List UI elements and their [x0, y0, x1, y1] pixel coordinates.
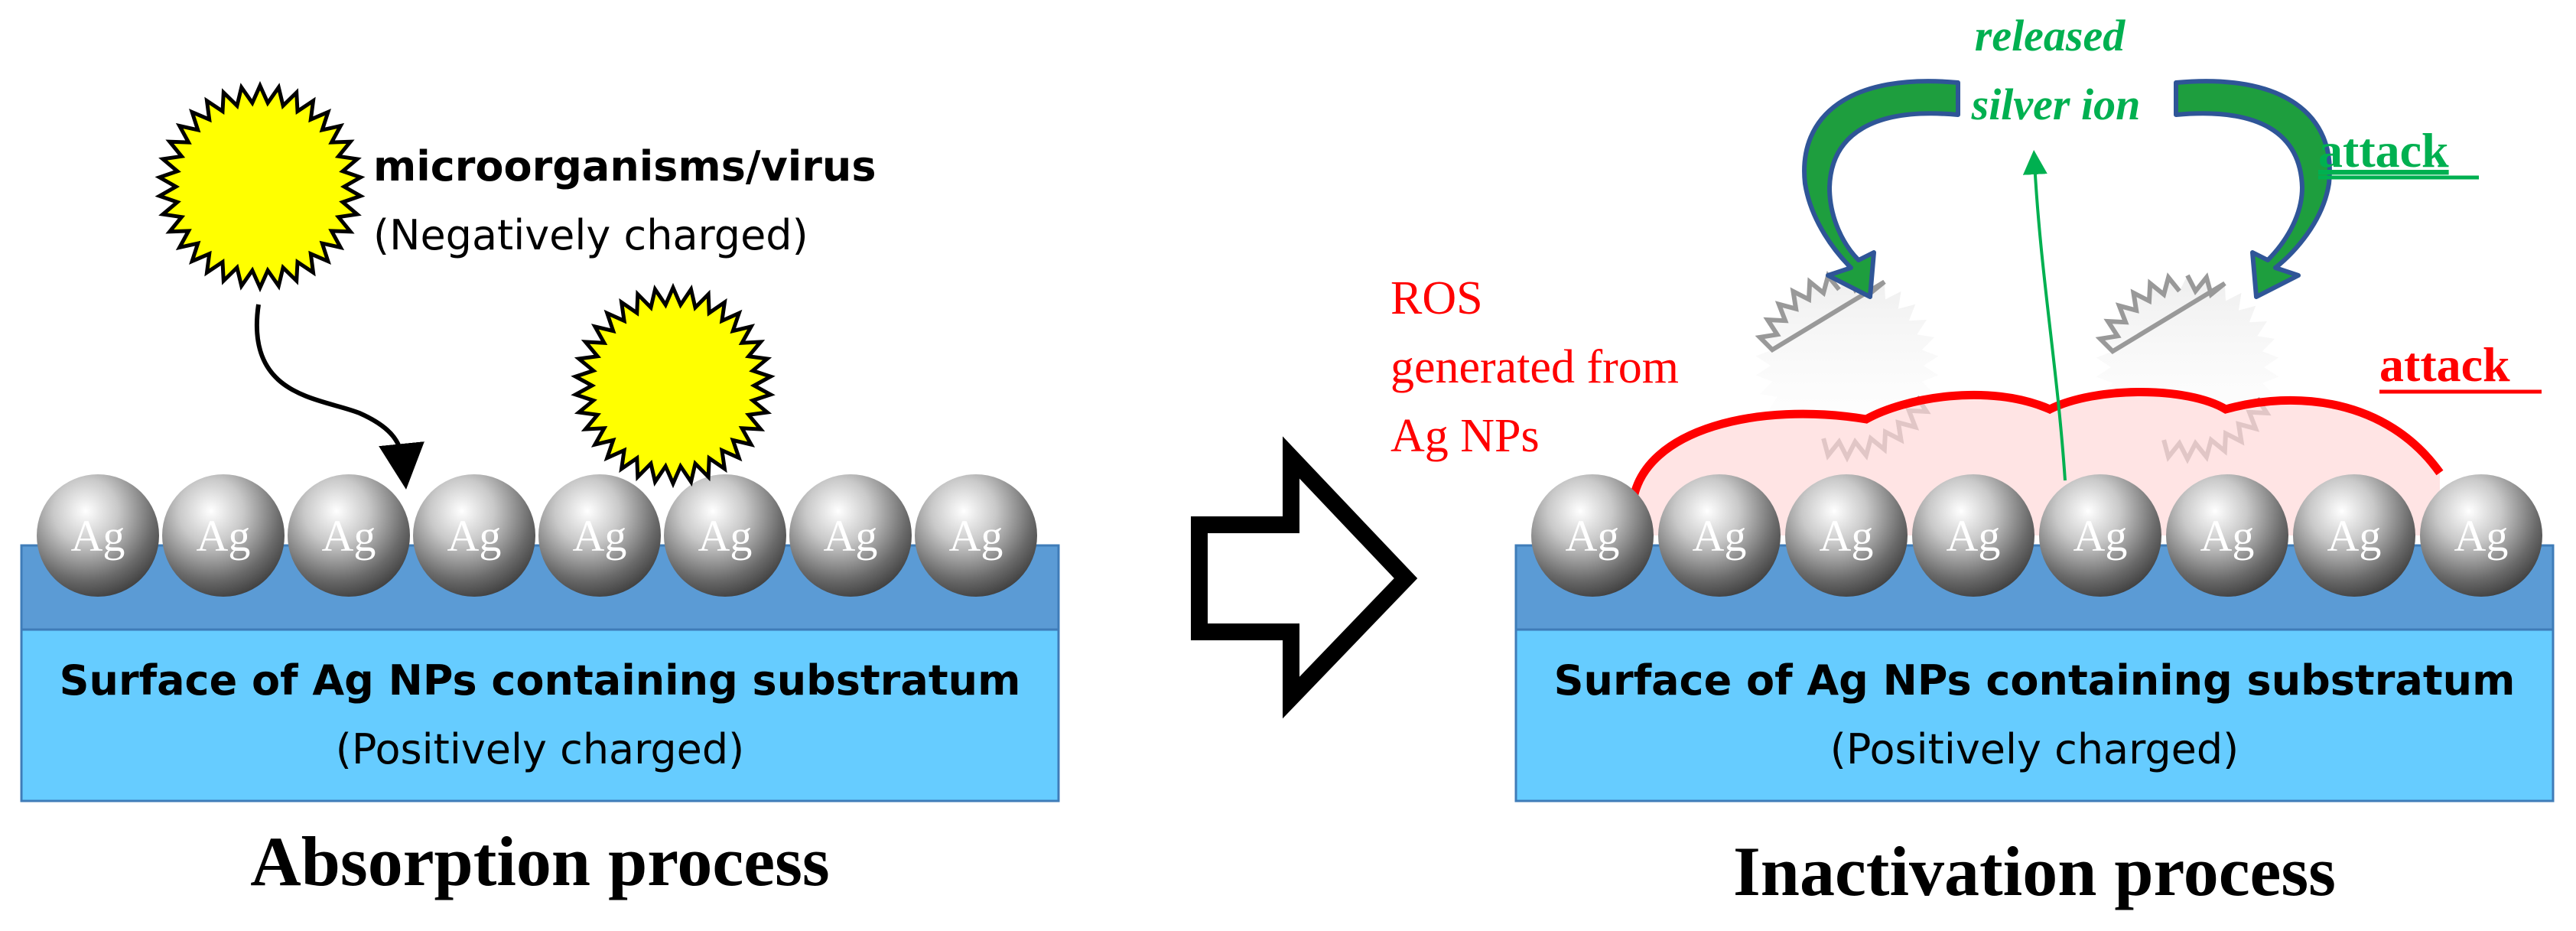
right-ag-label: Ag	[2073, 511, 2128, 561]
right-ag-label: Ag	[1693, 511, 1747, 561]
left-ag-label: Ag	[949, 511, 1003, 561]
right-ag-sphere	[1785, 474, 1908, 597]
left-ag-sphere	[915, 474, 1037, 597]
left-substrate-charge: (Positively charged)	[336, 725, 744, 773]
ion-label-line1: released	[1975, 11, 2126, 60]
right-ag-particles: Ag Ag Ag Ag Ag Ag Ag Ag	[1531, 474, 2542, 597]
right-substrate-body	[1514, 628, 2555, 802]
right-ag-sphere	[1912, 474, 2034, 597]
left-curved-attack-arrow-icon	[1802, 79, 1960, 299]
left-substrate-body	[20, 628, 1060, 802]
left-panel: Surface of Ag NPs containing substratum …	[20, 80, 1060, 900]
left-ag-sphere	[664, 474, 786, 597]
right-ag-sphere	[2166, 474, 2288, 597]
left-substrate: Surface of Ag NPs containing substratum …	[20, 544, 1060, 802]
ros-label-line1: ROS	[1390, 272, 1483, 324]
right-ag-label: Ag	[1947, 511, 2001, 561]
right-ag-sphere	[2039, 474, 2161, 597]
right-ag-sphere	[1531, 474, 1654, 597]
right-ag-particle-8: Ag	[2420, 474, 2542, 597]
right-substrate-charge: (Positively charged)	[1830, 725, 2239, 773]
left-title: Absorption process	[250, 822, 829, 900]
right-title: Inactivation process	[1733, 832, 2336, 910]
right-ag-particle-7: Ag	[2293, 474, 2415, 597]
right-ag-label: Ag	[2327, 511, 2382, 561]
silver-ion-arrow-icon	[2022, 150, 2067, 481]
left-ag-label: Ag	[573, 511, 627, 561]
attack-green-label: attack	[2318, 123, 2449, 177]
right-ag-label: Ag	[1820, 511, 1874, 561]
left-ag-particle-4: Ag	[413, 474, 535, 597]
left-ag-sphere	[789, 474, 912, 597]
right-ag-sphere	[2293, 474, 2415, 597]
left-ag-sphere	[413, 474, 535, 597]
right-panel: Surface of Ag NPs containing substratum …	[1390, 11, 2555, 910]
left-ag-label: Ag	[322, 511, 376, 561]
right-ag-particle-4: Ag	[1912, 474, 2034, 597]
left-ag-particle-5: Ag	[538, 474, 661, 597]
adsorption-arrow-icon	[255, 304, 424, 490]
left-ag-label: Ag	[197, 511, 251, 561]
left-ag-particle-1: Ag	[37, 474, 159, 597]
right-ag-particle-2: Ag	[1658, 474, 1781, 597]
attack-red-label: attack	[2379, 337, 2510, 392]
left-ag-label: Ag	[447, 511, 502, 561]
ros-label-line2: generated from	[1390, 341, 1679, 393]
left-ag-particle-2: Ag	[162, 474, 285, 597]
microbe-incoming-icon	[154, 80, 366, 293]
left-ag-particle-7: Ag	[789, 474, 912, 597]
right-ag-label: Ag	[1566, 511, 1620, 561]
left-ag-sphere	[37, 474, 159, 597]
ros-cloud-outline	[1628, 388, 2444, 502]
left-ag-sphere	[538, 474, 661, 597]
left-ag-particle-6: Ag	[664, 474, 786, 597]
left-ag-sphere	[288, 474, 410, 597]
hollow-right-arrow-icon	[1191, 436, 1418, 719]
right-ag-particle-6: Ag	[2166, 474, 2288, 597]
ion-label-line2: silver ion	[1971, 80, 2141, 129]
right-ag-label: Ag	[2200, 511, 2255, 561]
left-ag-particle-3: Ag	[288, 474, 410, 597]
left-ag-particles: Ag Ag Ag Ag Ag Ag Ag Ag	[37, 474, 1037, 597]
right-ag-sphere	[1658, 474, 1781, 597]
left-substrate-label: Surface of Ag NPs containing substratum	[60, 656, 1021, 705]
ros-label-line3: Ag NPs	[1390, 410, 1540, 462]
right-ag-sphere	[2420, 474, 2542, 597]
right-curved-attack-arrow-icon	[2174, 79, 2332, 299]
microbe-attached-icon	[571, 282, 776, 489]
right-ag-particle-3: Ag	[1785, 474, 1908, 597]
microbe-charge: (Negatively charged)	[373, 211, 808, 259]
left-ag-sphere	[162, 474, 285, 597]
left-ag-particle-8: Ag	[915, 474, 1037, 597]
left-ag-label: Ag	[824, 511, 878, 561]
microbe-label: microorganisms/virus	[373, 142, 877, 190]
right-substrate: Surface of Ag NPs containing substratum …	[1514, 544, 2555, 802]
left-ag-label: Ag	[698, 511, 753, 561]
right-ag-particle-5: Ag	[2039, 474, 2161, 597]
right-substrate-label: Surface of Ag NPs containing substratum	[1554, 656, 2516, 705]
right-ag-particle-1: Ag	[1531, 474, 1654, 597]
right-ag-label: Ag	[2454, 511, 2509, 561]
left-ag-label: Ag	[71, 511, 125, 561]
